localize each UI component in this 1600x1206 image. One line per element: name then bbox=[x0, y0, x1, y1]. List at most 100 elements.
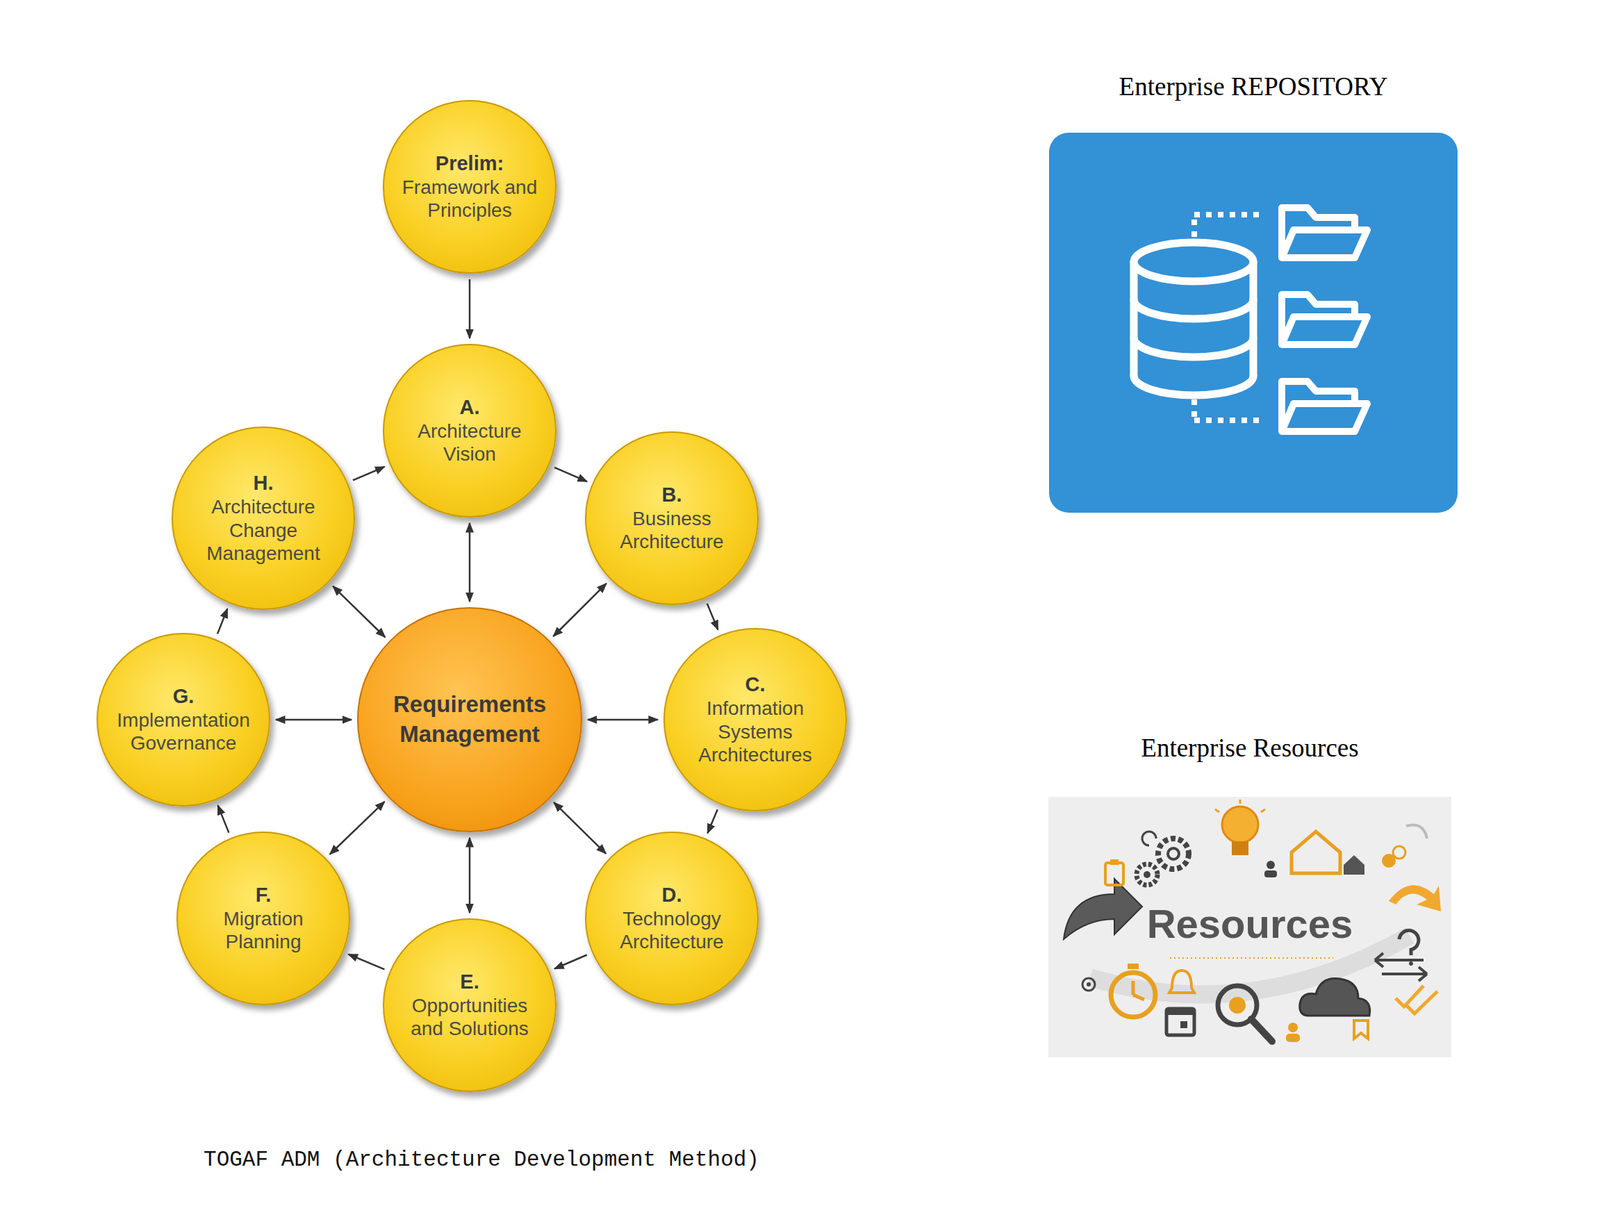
right-icons bbox=[1374, 885, 1441, 1015]
text-wrap: F.Migration Planning bbox=[195, 883, 332, 954]
panel-word: Resources bbox=[1147, 901, 1354, 948]
phase-name: Information Systems Architectures bbox=[687, 696, 824, 767]
icon-stroke bbox=[1194, 211, 1261, 218]
icon-stroke bbox=[1180, 1021, 1188, 1029]
icon-stroke bbox=[1110, 972, 1156, 1018]
icon-stroke bbox=[1191, 399, 1198, 421]
icon-stroke bbox=[1167, 848, 1179, 860]
phase-letter: H. bbox=[195, 471, 332, 496]
phase-circle: A.Architecture Vision bbox=[382, 343, 557, 518]
phase-name: Technology Architecture bbox=[603, 907, 740, 954]
phase-name: Opportunities and Solutions bbox=[401, 994, 538, 1041]
repository-panel bbox=[1049, 132, 1458, 513]
icon-stroke bbox=[1285, 1033, 1300, 1043]
text-wrap: A.Architecture Vision bbox=[401, 395, 538, 467]
phase-name: Business Architecture bbox=[603, 507, 740, 554]
text-wrap: G.Implementation Governance bbox=[115, 684, 252, 756]
connector-arrow bbox=[553, 583, 606, 637]
connector-arrow bbox=[707, 603, 719, 631]
phase-circle: Prelim:Framework and Principles bbox=[382, 100, 557, 274]
icon-stroke bbox=[1191, 214, 1198, 237]
phase-name: Architecture Change Management bbox=[195, 495, 332, 566]
icon-stroke bbox=[1251, 1019, 1273, 1042]
icon-stroke bbox=[1231, 841, 1249, 856]
resource-panel: Enterprise Resources bbox=[1048, 732, 1452, 1058]
icon-stroke bbox=[1354, 1020, 1368, 1039]
panel-title: Enterprise Resources bbox=[1140, 732, 1359, 764]
phase-circle: B.Business Architecture bbox=[584, 431, 759, 606]
resource-panel: Enterprise REPOSITORY bbox=[1049, 71, 1458, 513]
icon-stroke bbox=[1133, 337, 1254, 358]
icon-stroke bbox=[1291, 831, 1341, 874]
icon-stroke bbox=[1266, 860, 1275, 870]
phase-letter: C. bbox=[687, 672, 824, 697]
dotted-links bbox=[1194, 214, 1261, 421]
icon-stroke bbox=[1399, 930, 1419, 956]
icon-stroke bbox=[1130, 261, 1138, 376]
icon-stroke bbox=[1194, 417, 1261, 424]
text-wrap: E.Opportunities and Solutions bbox=[401, 969, 538, 1041]
icon-stroke bbox=[1131, 980, 1136, 995]
connector-arrow bbox=[587, 719, 658, 722]
icon-stroke bbox=[1249, 261, 1258, 376]
connector-arrow bbox=[554, 954, 588, 969]
text-wrap: Requirements Management bbox=[375, 689, 564, 750]
text-wrap: D.Technology Architecture bbox=[603, 883, 740, 954]
icon-stroke bbox=[1388, 885, 1441, 913]
phase-letter: G. bbox=[115, 684, 252, 709]
icon-stroke bbox=[1406, 825, 1428, 840]
icon-stroke bbox=[1229, 996, 1246, 1014]
panel-box: Resources bbox=[1048, 796, 1452, 1058]
icon-stroke bbox=[1288, 1022, 1298, 1033]
phase-circle: G.Implementation Governance bbox=[96, 632, 271, 807]
icon-stroke bbox=[1260, 809, 1266, 813]
icon-stroke bbox=[1158, 838, 1189, 870]
resources-panel bbox=[1048, 796, 1452, 1058]
panel-title: Enterprise REPOSITORY bbox=[1119, 71, 1389, 103]
connector-arrow bbox=[348, 954, 385, 970]
panel-box bbox=[1049, 132, 1458, 513]
dotted-underline bbox=[1169, 957, 1334, 959]
connector-arrow bbox=[468, 837, 472, 913]
text-wrap: B.Business Architecture bbox=[603, 482, 740, 554]
phase-circle: D.Technology Architecture bbox=[584, 831, 759, 1006]
phase-letter: B. bbox=[603, 482, 740, 508]
phase-name: Implementation Governance bbox=[115, 708, 252, 756]
phase-letter: E. bbox=[401, 969, 538, 995]
text-wrap: C.Information Systems Architectures bbox=[687, 672, 824, 767]
top-icons bbox=[1105, 799, 1428, 886]
icon-stroke bbox=[1239, 799, 1242, 804]
connector-arrow bbox=[553, 802, 606, 854]
icon-stroke bbox=[1143, 871, 1151, 879]
text-wrap: H.Architecture Change Management bbox=[195, 471, 332, 566]
icon-stroke bbox=[1374, 953, 1428, 981]
icon-stroke bbox=[1133, 375, 1254, 396]
icon-stroke bbox=[1343, 855, 1365, 875]
caption: TOGAF ADM (Architecture Development Meth… bbox=[0, 1147, 963, 1173]
icon-stroke bbox=[1392, 846, 1406, 859]
hub-circle: Requirements Management bbox=[357, 607, 583, 833]
phase-circle: H.Architecture Change Management bbox=[171, 426, 356, 610]
icon-stroke bbox=[1264, 870, 1277, 878]
phase-circle: E.Opportunities and Solutions bbox=[382, 918, 557, 1093]
phase-circle: C.Information Systems Architectures bbox=[663, 628, 847, 812]
phase-name: Migration Planning bbox=[195, 907, 332, 954]
icon-stroke bbox=[1133, 299, 1254, 319]
phase-letter: F. bbox=[195, 883, 332, 908]
connector-arrow bbox=[352, 466, 385, 481]
connector-arrow bbox=[707, 809, 717, 834]
icon-stroke bbox=[1281, 229, 1368, 258]
hub-label: Requirements Management bbox=[375, 689, 564, 750]
icon-stroke bbox=[1395, 985, 1438, 1014]
curved-arrow bbox=[1063, 878, 1143, 940]
icon-stroke bbox=[1105, 862, 1124, 886]
phase-name: Framework and Principles bbox=[401, 175, 538, 223]
icon-stroke bbox=[1136, 864, 1158, 886]
phase-letter: A. bbox=[401, 395, 538, 420]
icon-stroke bbox=[1127, 963, 1139, 970]
icon-stroke bbox=[1142, 831, 1157, 846]
connector-arrow bbox=[468, 279, 472, 339]
connector-arrow bbox=[330, 801, 385, 855]
database-symbol bbox=[1133, 242, 1254, 396]
